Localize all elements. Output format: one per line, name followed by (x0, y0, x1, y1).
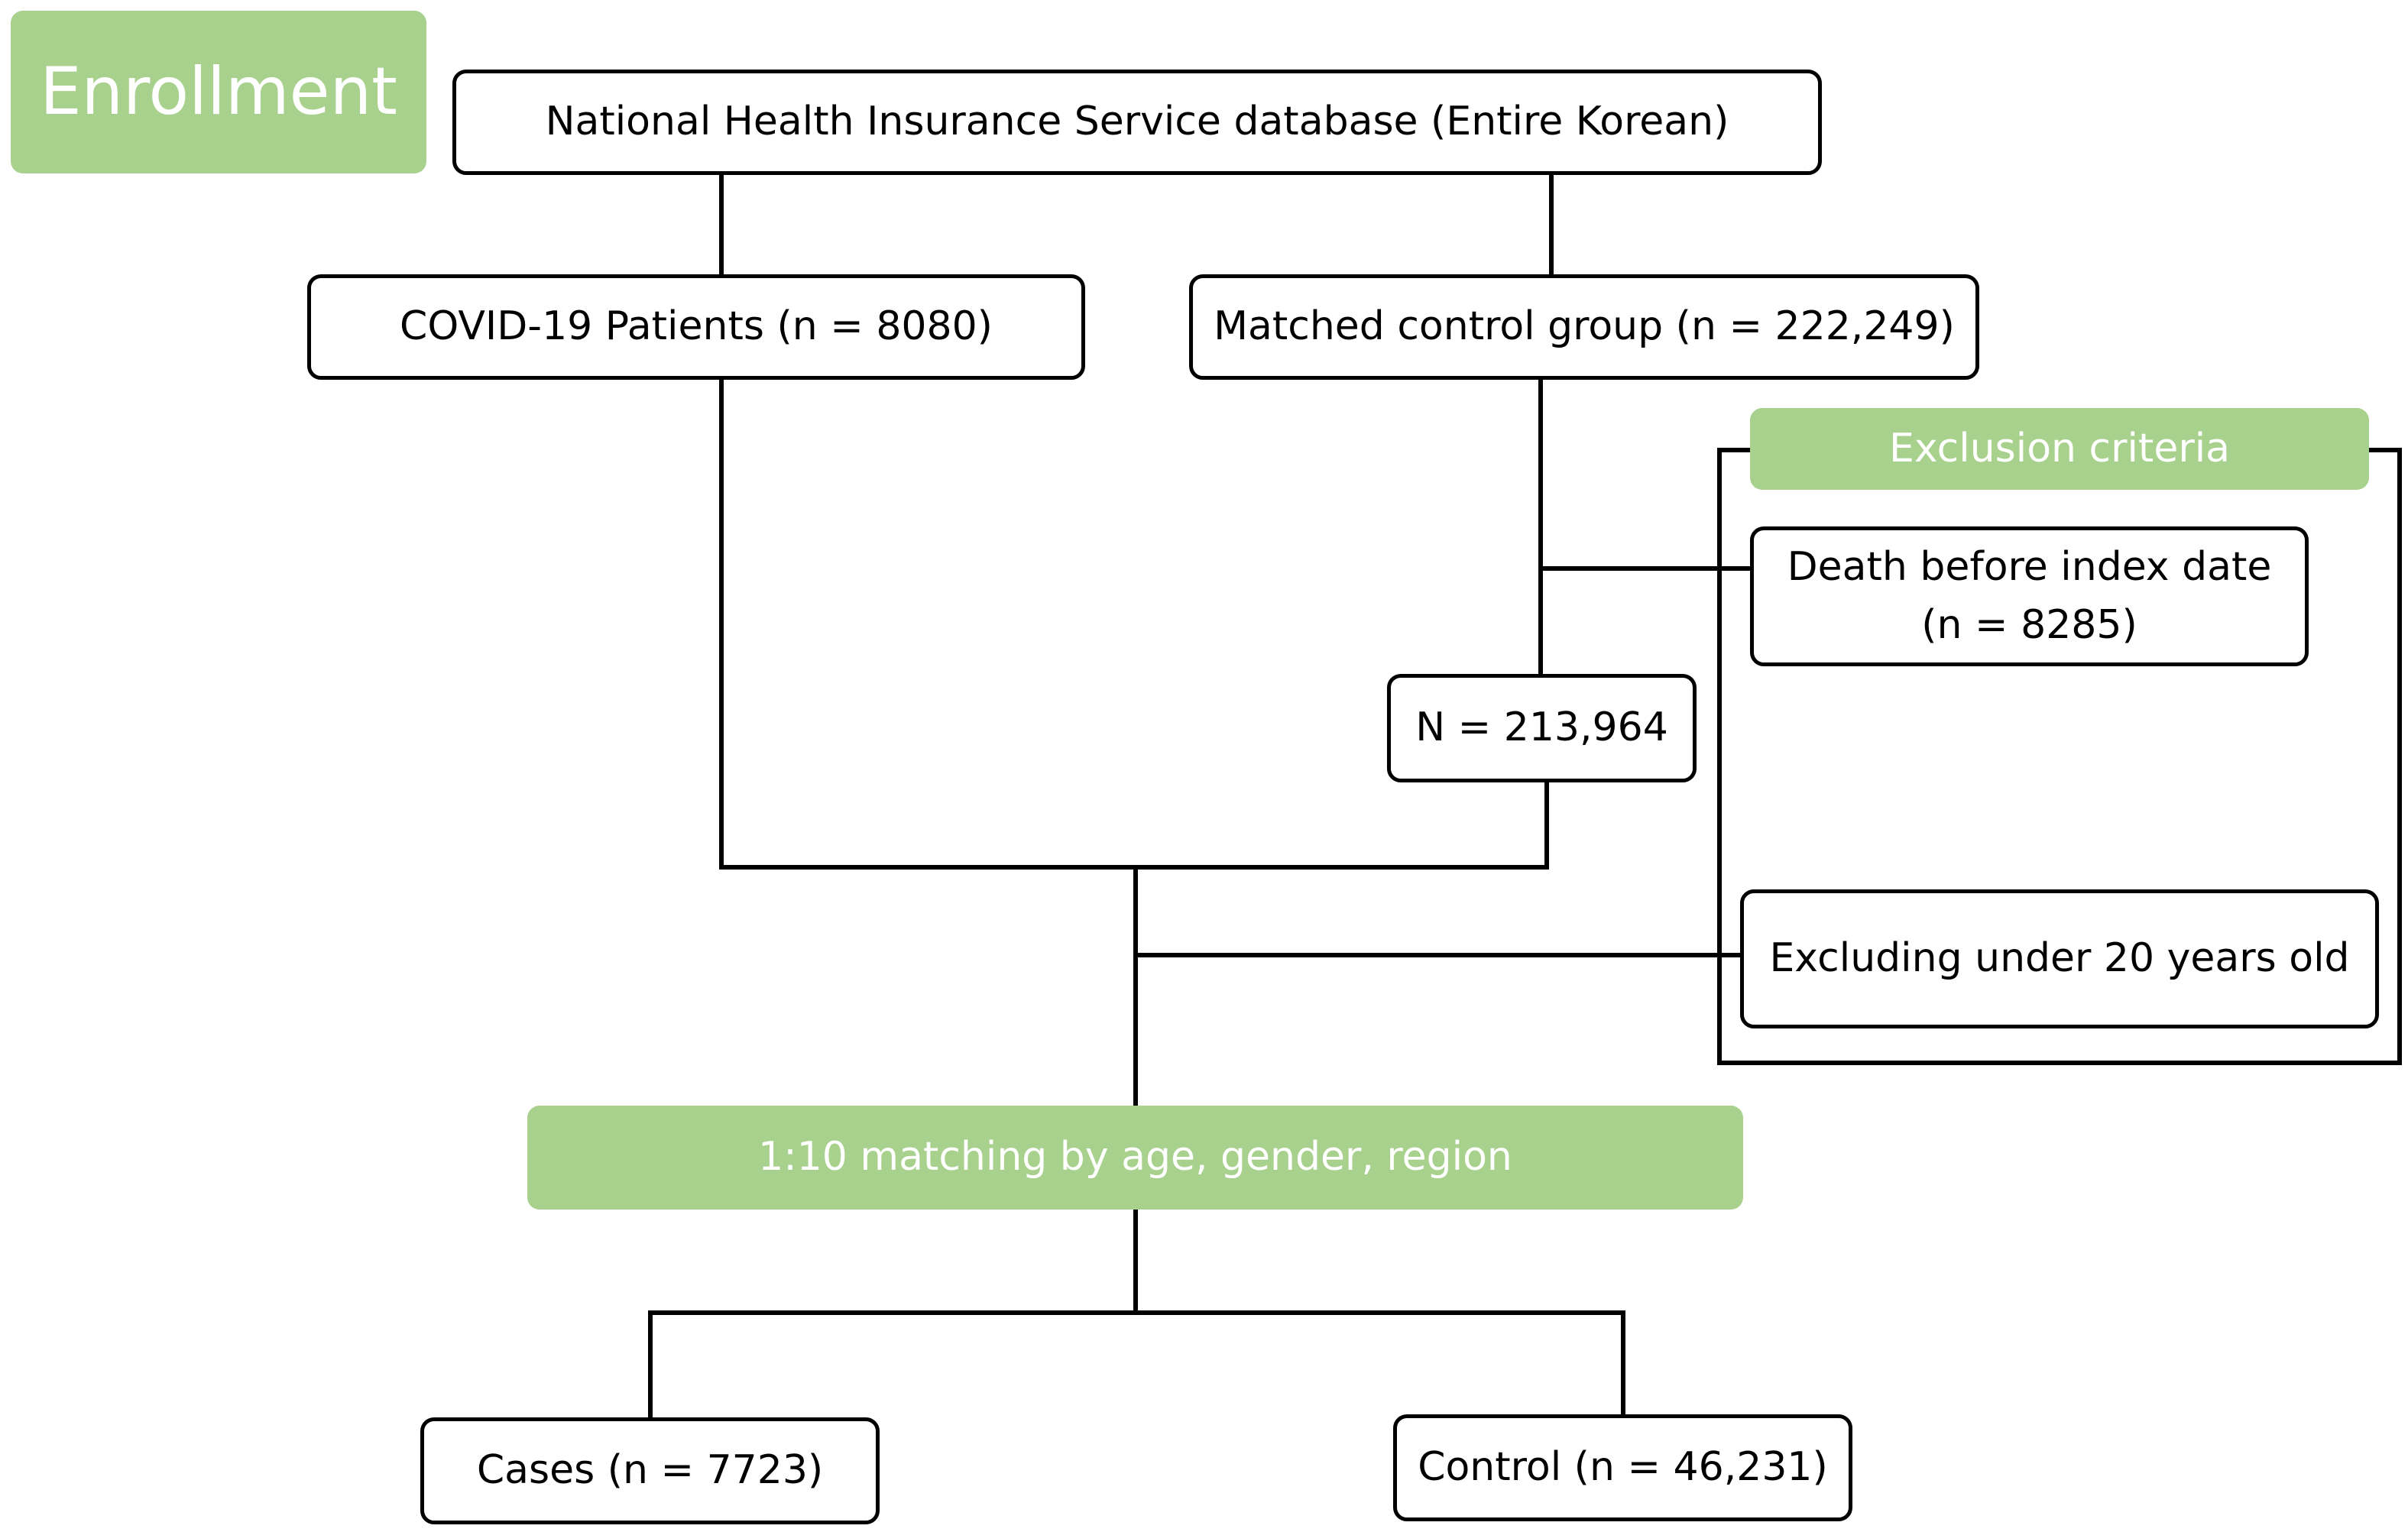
enrollment-label: Enrollment (11, 11, 426, 173)
exclusion-criteria-header: Exclusion criteria (1750, 408, 2369, 490)
cases-node: Cases (n = 7723) (420, 1417, 880, 1524)
matching-node: 1:10 matching by age, gender, region (527, 1106, 1743, 1210)
database-node: National Health Insurance Service databa… (452, 70, 1822, 175)
n-remaining-node: N = 213,964 (1387, 674, 1697, 782)
death-before-index-node: Death before index date (n = 8285) (1750, 526, 2309, 666)
control-final-node: Control (n = 46,231) (1393, 1414, 1852, 1521)
excluding-under-20-node: Excluding under 20 years old (1740, 889, 2379, 1028)
covid-patients-node: COVID-19 Patients (n = 8080) (307, 274, 1085, 380)
matched-control-node: Matched control group (n = 222,249) (1189, 274, 1979, 380)
